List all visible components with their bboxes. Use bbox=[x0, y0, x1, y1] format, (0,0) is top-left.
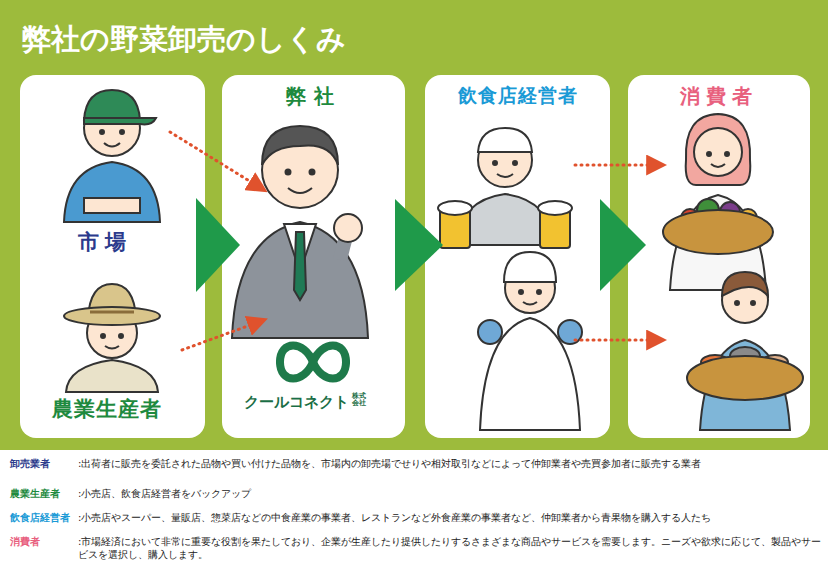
term-definition: :市場経済において非常に重要な役割を果たしており、企業が生産したり提供したりする… bbox=[78, 536, 822, 561]
consumer-child bbox=[687, 272, 803, 430]
company-panel: 弊社クールコネクト株式会社 bbox=[222, 75, 405, 438]
panels bbox=[0, 75, 828, 573]
node-heading: 消費者 bbox=[628, 85, 810, 108]
term-label: 卸売業者 bbox=[10, 458, 50, 471]
flow-chevron bbox=[600, 199, 646, 291]
flow-chevron bbox=[395, 199, 443, 291]
term-definition: :小売店、飲食店経営者をバックアップ bbox=[78, 488, 822, 501]
supply-arrow bbox=[575, 164, 663, 167]
restaurant-owner bbox=[438, 128, 572, 248]
term-label: 飲食店経営者 bbox=[10, 512, 70, 525]
chef bbox=[478, 252, 582, 430]
node-heading: 農業生産者 bbox=[32, 397, 182, 421]
node-heading: 市場 bbox=[40, 230, 170, 254]
farmer-figure: 農業生産者 bbox=[32, 270, 182, 432]
term-definition: :出荷者に販売を委託された品物や買い付けた品物を、市場内の卸売場でせりや相対取引… bbox=[78, 458, 822, 471]
node-heading: 弊社 bbox=[222, 85, 405, 108]
term-definition: :小売店やスーパー、量販店、惣菜店などの中食産業の事業者、レストランなど外食産業… bbox=[78, 512, 822, 525]
consumer-panel: 消費者 bbox=[628, 75, 810, 438]
consumer-woman bbox=[663, 114, 773, 290]
term-label: 農業生産者 bbox=[10, 488, 60, 501]
supply-arrow bbox=[170, 132, 264, 190]
term-label: 消費者 bbox=[10, 536, 40, 549]
supply-arrow bbox=[182, 320, 264, 350]
page-title: 弊社の野菜卸売のしくみ bbox=[22, 20, 346, 60]
restaurant-panel: 飲食店経営者 bbox=[425, 75, 610, 438]
market-figure: 市場 bbox=[40, 80, 170, 255]
node-heading: 飲食店経営者 bbox=[425, 85, 610, 107]
logo-text: 株式会社 bbox=[352, 393, 367, 408]
farmer bbox=[64, 284, 160, 392]
supply-arrow bbox=[575, 339, 663, 342]
logo-text: クールコネクト bbox=[244, 394, 349, 411]
company-logo bbox=[280, 346, 346, 379]
market-worker bbox=[64, 90, 160, 222]
first-chevron bbox=[196, 198, 240, 292]
businessman bbox=[232, 126, 368, 338]
